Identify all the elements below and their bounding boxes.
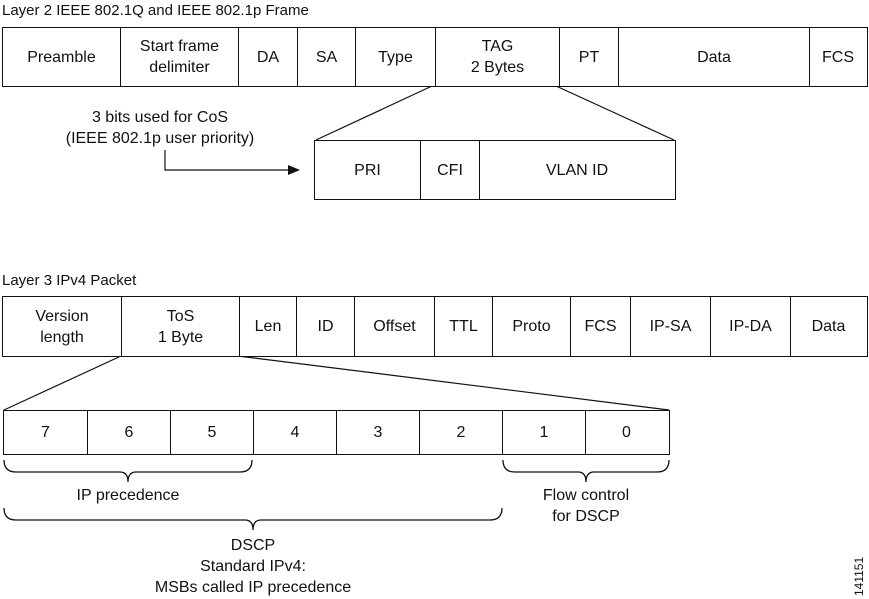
layer2-title: Layer 2 IEEE 802.1Q and IEEE 802.1p Fram…	[2, 2, 309, 19]
field-fcs: FCS	[809, 28, 866, 86]
cos-arrow-head	[288, 165, 300, 175]
field-start-frame-delimiter: Start frame delimiter	[120, 28, 238, 86]
tag-breakdown: PRI CFI VLAN ID	[314, 140, 676, 200]
field-ttl: TTL	[434, 297, 492, 356]
tag-field-vlan-id: VLAN ID	[479, 141, 674, 199]
cos-arrow-line	[164, 150, 290, 171]
field-pt: PT	[559, 28, 618, 86]
field-version-length: Version length	[35, 307, 89, 346]
tos-bit-3: 3	[336, 411, 419, 454]
tos-bit-1: 1	[502, 411, 585, 454]
tos-bits: 7 6 5 4 3 2 1 0	[3, 410, 670, 455]
field-data: Data	[618, 28, 809, 86]
field-sa: SA	[297, 28, 355, 86]
field-len: Len	[239, 297, 296, 356]
ip-precedence-brace	[3, 459, 253, 483]
field-type: Type	[355, 28, 435, 86]
field-da: DA	[238, 28, 297, 86]
field-tag: TAG 2 Bytes	[435, 28, 559, 86]
tos-expand-right-line	[237, 355, 670, 411]
field-tos: ToS 1 Byte	[121, 297, 239, 356]
field-id: ID	[296, 297, 354, 356]
figure-id: 141151	[852, 556, 866, 596]
tos-bit-2: 2	[419, 411, 502, 454]
tos-expand-left-line	[3, 355, 122, 411]
field-data: Data	[790, 297, 866, 356]
layer3-packet: Version length ToS 1 Byte Len ID Offset …	[2, 296, 868, 357]
tag-field-pri: PRI	[354, 161, 381, 179]
tos-bit-7: 7	[41, 424, 50, 441]
dscp-brace	[3, 507, 503, 531]
field-fcs: FCS	[570, 297, 630, 356]
layer3-title: Layer 3 IPv4 Packet	[2, 272, 137, 289]
tag-expand-left-line	[315, 85, 433, 141]
tag-expand-right-line	[555, 85, 675, 141]
tos-bit-6: 6	[87, 411, 170, 454]
tos-bit-5: 5	[170, 411, 253, 454]
ip-precedence-label: IP precedence	[76, 487, 180, 504]
tag-field-cfi: CFI	[420, 141, 479, 199]
field-ip-da: IP-DA	[710, 297, 790, 356]
dscp-label: DSCP Standard IPv4: MSBs called IP prece…	[154, 537, 352, 596]
tos-bit-0: 0	[585, 411, 667, 454]
cos-note: 3 bits used for CoS (IEEE 802.1p user pr…	[65, 109, 255, 147]
layer2-frame: Preamble Start frame delimiter DA SA Typ…	[2, 27, 868, 87]
field-preamble: Preamble	[27, 48, 96, 66]
flow-control-label: Flow control for DSCP	[542, 487, 630, 525]
flow-control-brace	[502, 459, 670, 483]
field-ip-sa: IP-SA	[630, 297, 710, 356]
field-proto: Proto	[492, 297, 570, 356]
tos-bit-4: 4	[253, 411, 336, 454]
field-offset: Offset	[354, 297, 434, 356]
